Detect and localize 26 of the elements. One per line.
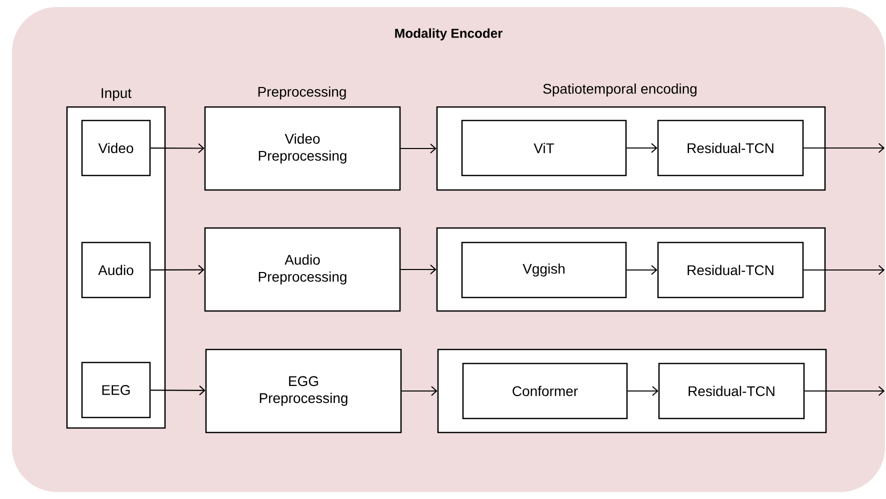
- column-heading: Spatiotemporal encoding: [543, 83, 696, 97]
- process-box: Video: [81, 120, 151, 176]
- process-box: EEG: [81, 362, 151, 418]
- process-box: ViT: [461, 120, 627, 176]
- arrow: [150, 143, 204, 154]
- process-box: Conformer: [462, 362, 628, 420]
- arrow: [400, 264, 436, 274]
- arrow: [804, 386, 885, 396]
- process-box: Vggish: [461, 242, 627, 298]
- arrow: [804, 265, 885, 275]
- arrow: [150, 264, 204, 275]
- arrow: [626, 265, 658, 275]
- arrow: [626, 143, 658, 153]
- arrow: [400, 144, 436, 154]
- process-box: Residual-TCN: [657, 120, 804, 176]
- arrow: [804, 143, 885, 153]
- process-box: Residual-TCN: [658, 362, 805, 420]
- arrow: [628, 386, 658, 396]
- process-box: Audio: [81, 242, 151, 298]
- process-box: Audio Preprocessing: [204, 227, 401, 312]
- node-label: Input: [102, 88, 132, 101]
- process-box: Residual-TCN: [657, 242, 804, 298]
- process-box: EGG Preprocessing: [205, 348, 402, 434]
- arrow: [150, 386, 206, 396]
- arrow: [402, 386, 438, 396]
- process-box: Video Preprocessing: [204, 106, 401, 191]
